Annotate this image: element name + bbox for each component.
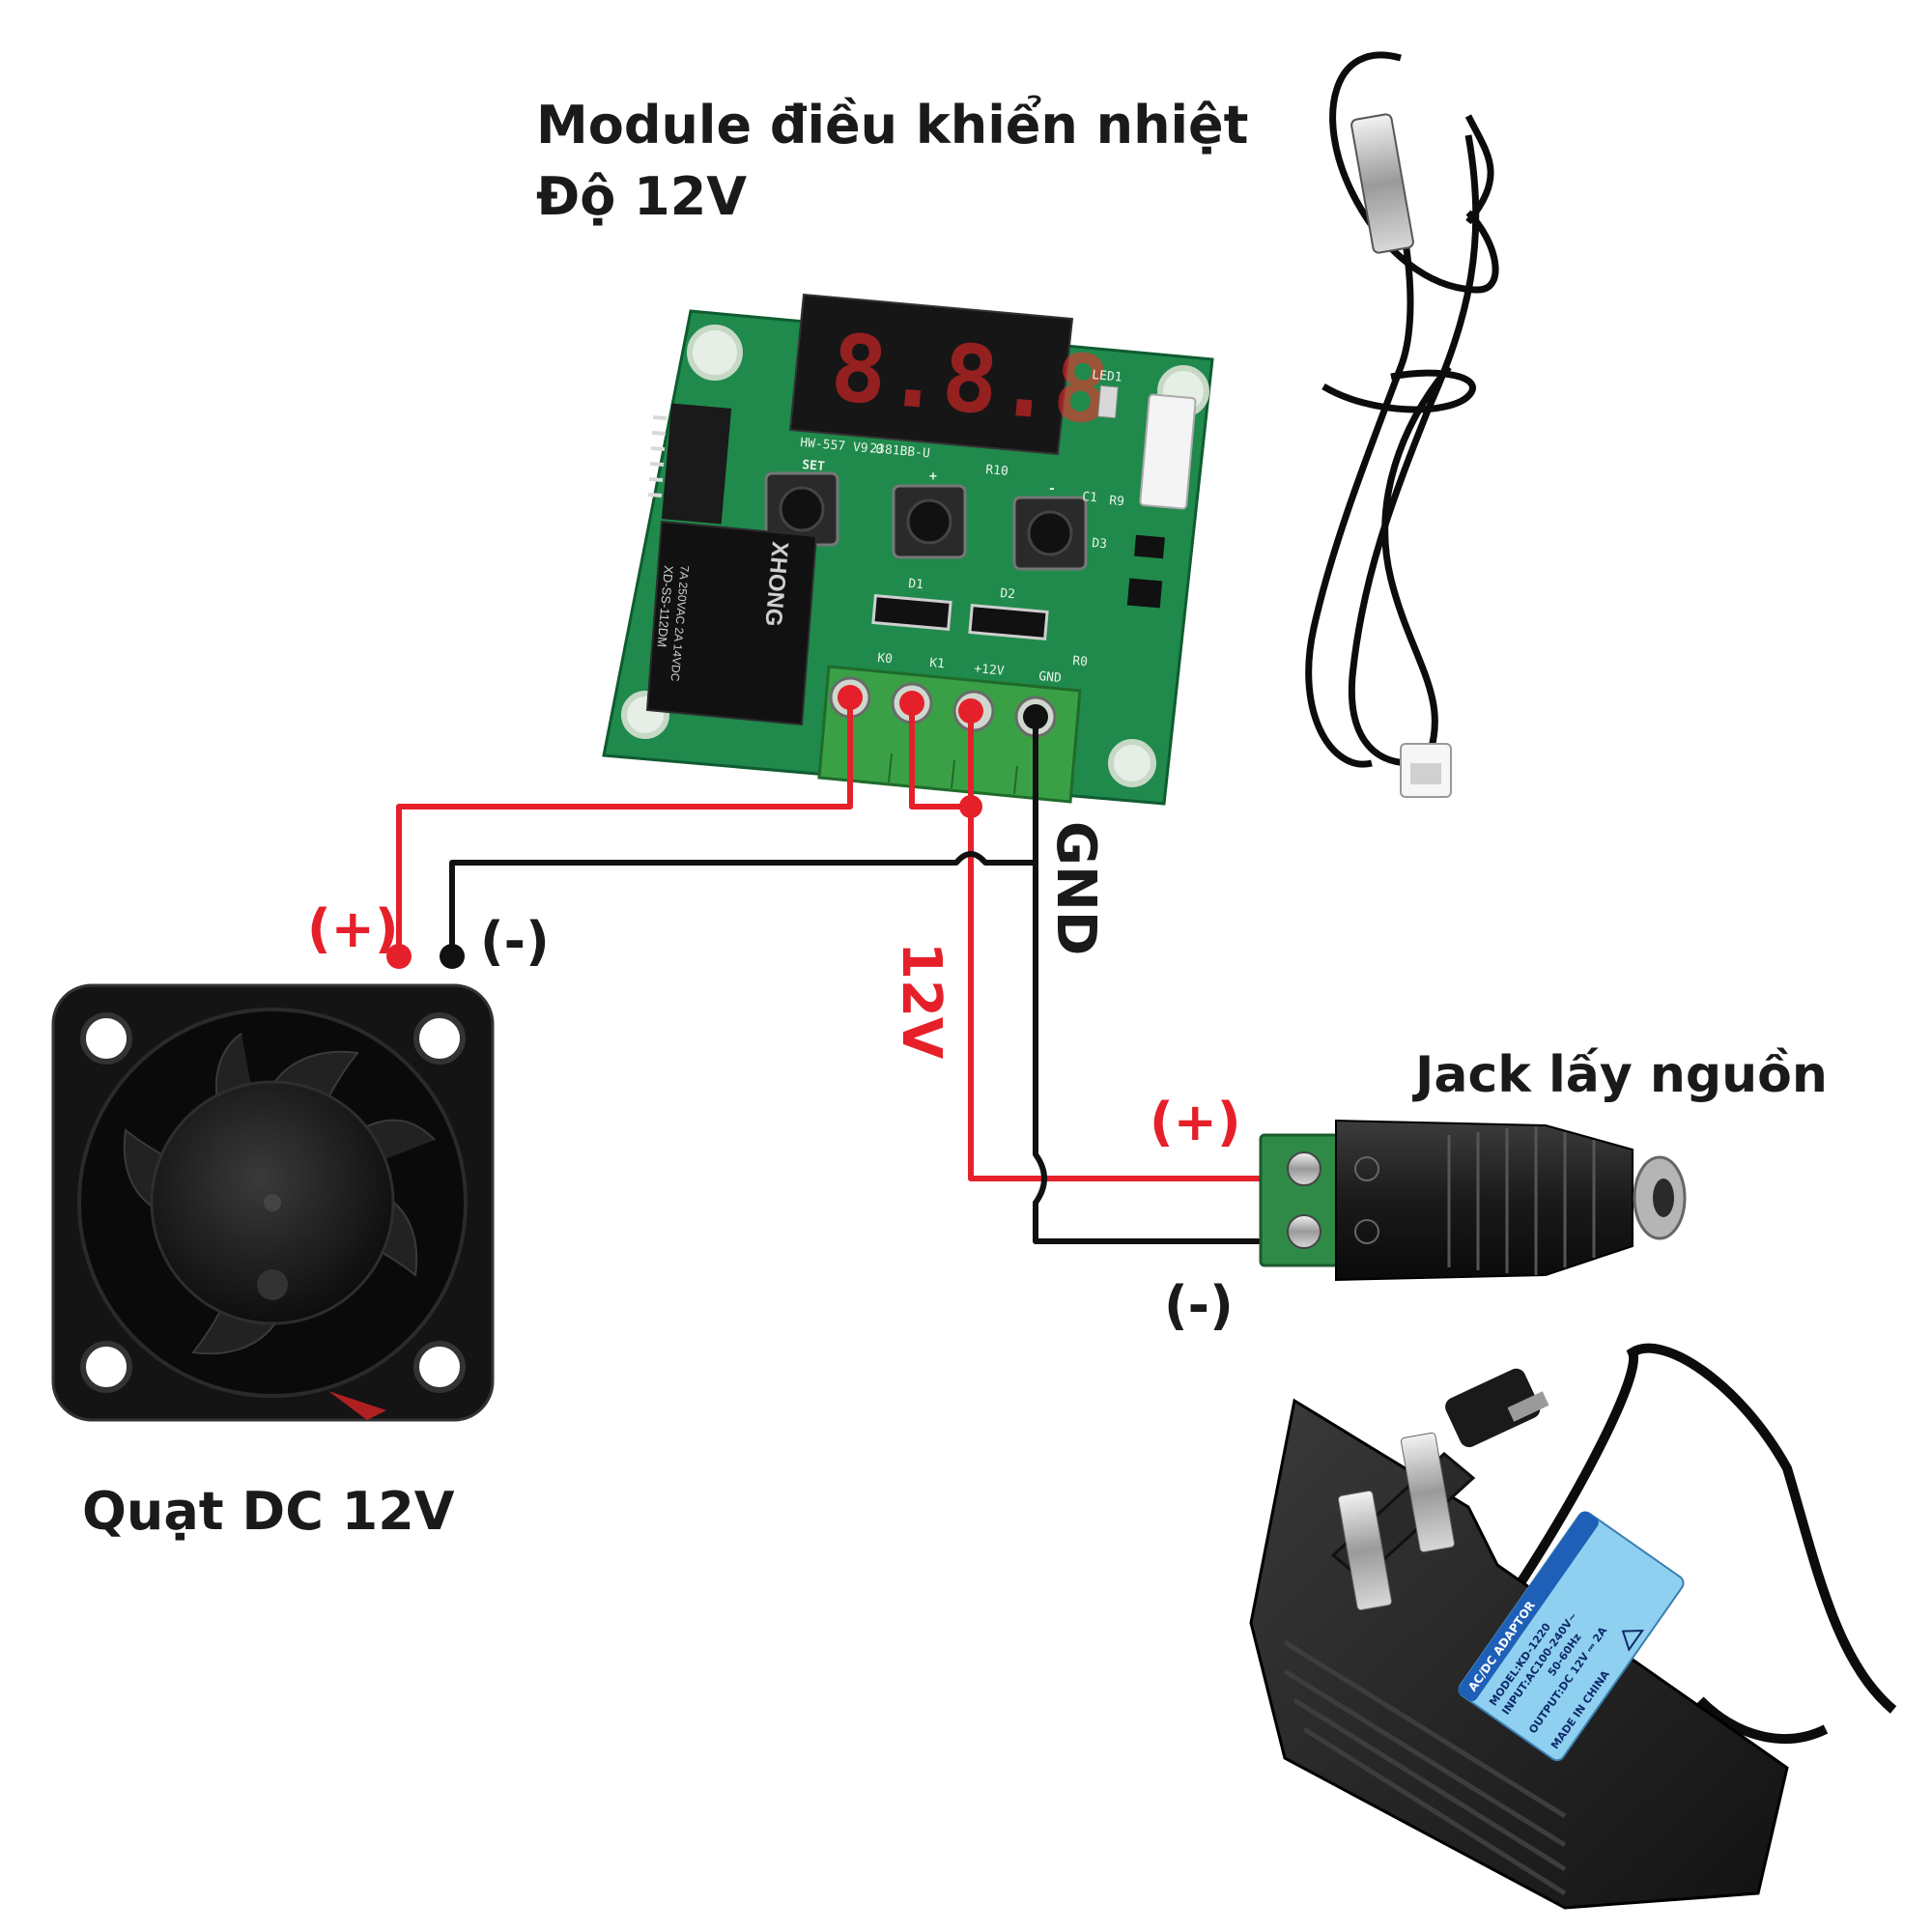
sensor-probe-tip [1350,113,1414,254]
button-set[interactable] [764,471,839,547]
button-minus[interactable] [1012,496,1088,571]
terminal-k0-label: K0 [877,651,894,667]
adapter-prong-right [1400,1432,1456,1553]
display-digits: 8.8.8 [827,314,1115,446]
seven-segment-display [788,293,1074,456]
terminal-k1-label: K1 [929,656,946,671]
board-model-label: HW-557 V9.0 [800,436,884,457]
jack-screw-negative[interactable] [1287,1214,1321,1249]
button-plus[interactable] [892,484,967,559]
adapter-cable [1502,1343,1897,1714]
led1 [1097,384,1119,419]
relay-line2: XD-SS-112DM [655,565,676,648]
part-c1: C1 [1082,490,1098,505]
wires [386,685,1294,1251]
fan-minus-label: (-) [480,911,550,972]
display-part-label: 2381BB-U [869,441,931,461]
ic-chip [661,403,732,525]
button-plus-label: + [929,469,937,484]
part-r10: R10 [985,463,1009,479]
button-set-label: SET [802,458,826,474]
adapter-label: AC/DC ADAPTOR MODEL:KD-1220 INPUT:AC100-… [1458,1511,1685,1762]
part-d3: D3 [1092,536,1108,552]
temperature-sensor-probe [1305,51,1499,798]
diode-d1 [871,594,952,631]
jack-minus-label: (-) [1164,1275,1234,1336]
wire-12v [968,711,1285,1181]
warning-icon [1621,1629,1645,1652]
fan-title: Quạt DC 12V [82,1481,455,1542]
terminal-gnd-label: GND [1038,669,1063,686]
terminal-block [817,665,1082,804]
fan-plus-label: (+) [307,898,399,959]
diode-d2 [968,604,1049,640]
dc-fan [51,983,495,1422]
jack-plus-label: (+) [1150,1092,1241,1152]
jack-screw-positive[interactable] [1287,1151,1321,1186]
adapter-prong-left [1337,1490,1393,1611]
wire-fan-negative [449,851,1036,954]
wire-k1-bridge [909,703,971,810]
relay [645,520,818,726]
terminal-12v-label: +12V [974,662,1006,679]
led-label: LED1 [1092,368,1123,385]
wire-gnd-label: GND [1044,821,1107,955]
button-minus-label: - [1048,482,1056,497]
wire-gnd [1033,717,1285,1244]
jack-title: Jack lấy nguồn [1412,1046,1828,1104]
sensor-socket [1139,393,1197,510]
module-title-line2: Độ 12V [536,166,747,227]
module-title-line1: Module điều khiển nhiệt [536,95,1248,156]
part-d1: D1 [908,577,924,592]
ac-dc-adapter: AC/DC ADAPTOR MODEL:KD-1220 INPUT:AC100-… [1249,1343,1897,1910]
wire-fan-positive [396,697,853,954]
wire-12v-label: 12V [890,942,952,1060]
jack-body [1335,1119,1634,1282]
part-r0: R0 [1072,654,1089,669]
part-d2: D2 [1000,586,1016,602]
thermostat-module: 8.8.8 2381BB-U HW-557 V9.0 LED1 SET + - [602,293,1214,806]
part-r9: R9 [1109,494,1125,509]
dc-power-jack [1259,1119,1687,1282]
